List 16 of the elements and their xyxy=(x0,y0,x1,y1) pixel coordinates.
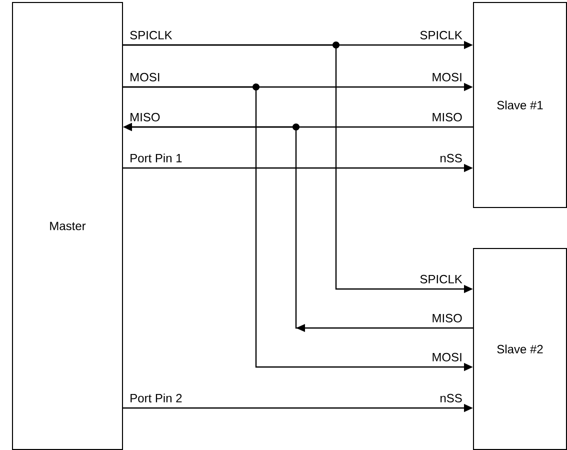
signal-label: Port Pin 1 xyxy=(128,152,184,164)
pin-label: nSS xyxy=(440,394,462,402)
signal-label: Port Pin 2 xyxy=(128,392,184,404)
signal-label: SPICLK xyxy=(128,30,174,40)
pin-label: MOSI xyxy=(432,352,462,362)
pin-label: MOSI xyxy=(432,72,462,82)
signal-label: MISO xyxy=(128,112,162,122)
pin-label: MISO xyxy=(432,112,462,122)
signal-label: MOSI xyxy=(128,72,162,82)
block-box: Master xyxy=(12,2,123,450)
pin-label: nSS xyxy=(440,154,462,162)
block-box: Slave #1 xyxy=(473,2,567,208)
pin-label: SPICLK xyxy=(420,30,462,40)
pin-label: SPICLK xyxy=(420,274,462,284)
block-box: Slave #2 xyxy=(473,248,567,450)
pin-label: MISO xyxy=(432,314,462,322)
